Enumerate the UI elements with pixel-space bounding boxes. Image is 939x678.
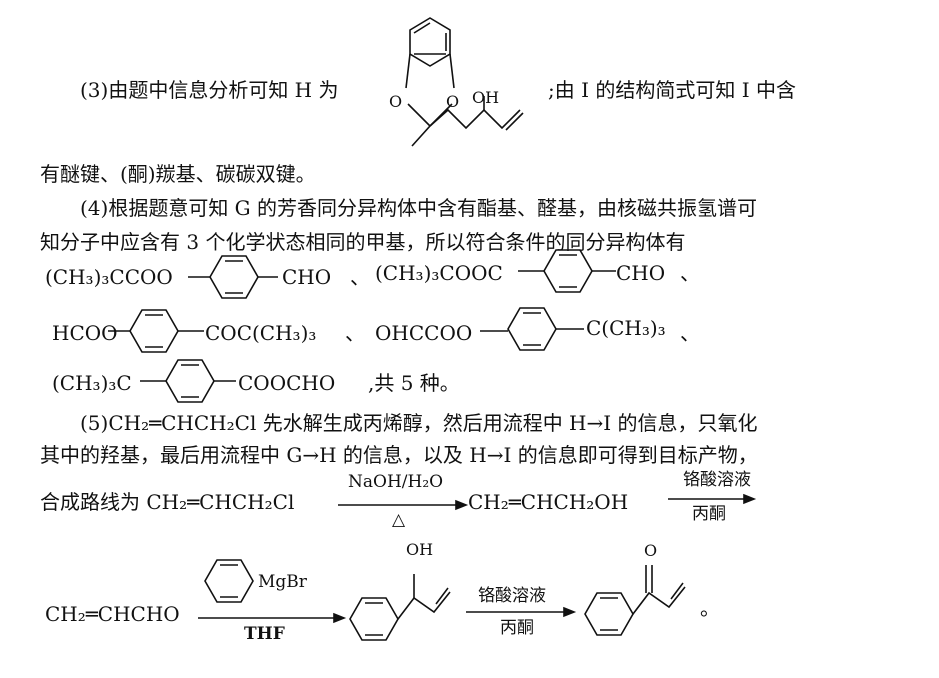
part4-line1: (4)根据题意可知 G 的芳香同分异构体中含有酯基、醛基，由核磁共振氢谱可 <box>80 196 758 220</box>
isomer-3-sep: 、 <box>345 321 365 345</box>
step4-solvent: 丙酮 <box>500 618 534 638</box>
route-end: 。 <box>700 596 720 620</box>
isomer-4-right: C(CH₃)₃ <box>586 316 666 340</box>
isomer-4-left: OHCCOO <box>375 321 473 345</box>
isomer-5-right: COOCHO <box>238 371 336 395</box>
step2-reagent: 铬酸溶液 <box>683 470 751 490</box>
ketone-oxygen-label: O <box>644 541 658 560</box>
isomer-5-sep: ,共 5 种。 <box>368 371 460 395</box>
hydroxyl-label: OH <box>472 88 500 107</box>
reaction-arrow-icon <box>466 606 577 618</box>
reaction-arrow-icon <box>338 499 469 511</box>
alcohol-oh-label: OH <box>406 540 434 559</box>
step1-condition: △ <box>392 510 406 530</box>
part4-line2: 知分子中应含有 3 个化学状态相同的甲基，所以符合条件的同分异构体有 <box>40 230 686 254</box>
isomer-4-sep: 、 <box>680 321 700 345</box>
benzene-ring-icon <box>108 309 204 353</box>
part5-line1: (5)CH₂═CHCH₂Cl 先水解生成丙烯醇，然后用流程中 H→I 的信息，只… <box>80 411 758 435</box>
part3-line2: 有醚键、(酮)羰基、碳碳双键。 <box>40 162 316 186</box>
compound-h-structure <box>405 17 524 147</box>
step4-reagent: 铬酸溶液 <box>478 586 546 606</box>
step1-reagent: NaOH/H₂O <box>348 472 444 492</box>
phenyl-vinyl-ketone-structure <box>584 565 686 636</box>
ether-oxygen-1: O <box>389 92 403 111</box>
ether-oxygen-2: O <box>446 92 460 111</box>
isomer-1-sep: 、 <box>350 265 370 289</box>
intermediate-acrolein: CH₂═CHCHO <box>45 602 180 626</box>
route-lead: 合成路线为 CH₂═CHCH₂Cl <box>40 490 295 514</box>
isomer-3-right: COC(CH₃)₃ <box>205 321 317 345</box>
step2-solvent: 丙酮 <box>692 504 726 524</box>
part5-line2: 其中的羟基，最后用流程中 G→H 的信息，以及 H→I 的信息即可得到目标产物， <box>40 443 758 467</box>
benzene-ring-icon <box>188 255 278 299</box>
step3-solvent: THF <box>244 624 285 644</box>
isomer-2-sep: 、 <box>680 261 700 285</box>
isomer-1-left: (CH₃)₃CCOO <box>45 265 173 289</box>
benzene-ring-icon <box>480 307 584 351</box>
intermediate-allyl-alcohol: CH₂═CHCH₂OH <box>468 490 629 514</box>
isomer-2-right: CHO <box>616 261 666 285</box>
benzene-ring-icon <box>140 359 236 403</box>
isomer-5-left: (CH₃)₃C <box>52 371 132 395</box>
allylic-alcohol-structure <box>349 574 451 641</box>
isomer-1-right: CHO <box>282 265 332 289</box>
part3-lead: (3)由题中信息分析可知 H 为 <box>80 78 339 102</box>
reaction-arrow-icon <box>668 493 757 505</box>
isomer-2-left: (CH₃)₃COOC <box>375 261 503 285</box>
reaction-arrow-icon <box>198 612 347 624</box>
part3-tail: ;由 I 的结构简式可知 I 中含 <box>548 78 796 102</box>
grignard-mgbr: MgBr <box>258 572 307 592</box>
benzene-ring-icon <box>518 249 616 293</box>
isomer-3-left: HCOO <box>52 321 118 345</box>
